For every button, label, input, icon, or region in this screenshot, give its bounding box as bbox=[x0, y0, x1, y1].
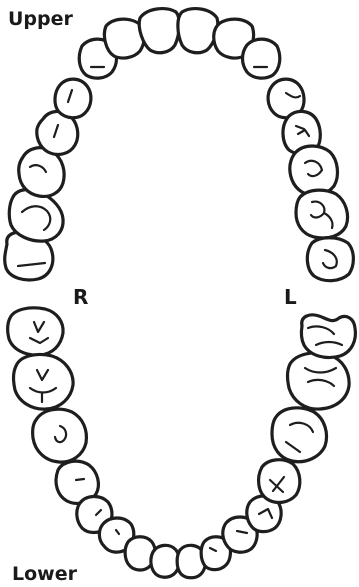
lower-tooth-l6[interactable] bbox=[288, 353, 349, 409]
lower-tooth-r6[interactable] bbox=[14, 354, 73, 409]
lower-arch bbox=[8, 308, 356, 578]
upper-tooth-l6[interactable] bbox=[296, 190, 348, 238]
upper-tooth-l5[interactable] bbox=[290, 146, 338, 195]
upper-tooth-r6[interactable] bbox=[9, 190, 63, 242]
upper-central-right-of-midline[interactable] bbox=[178, 9, 218, 53]
lower-central-left-of-midline[interactable] bbox=[151, 545, 179, 577]
lower-tooth-r5[interactable] bbox=[33, 409, 87, 462]
lower-tooth-l7[interactable] bbox=[301, 315, 355, 358]
upper-tooth-l7[interactable] bbox=[307, 238, 353, 281]
upper-central-left-of-midline[interactable] bbox=[139, 9, 179, 53]
lower-tooth-l5[interactable] bbox=[272, 408, 327, 462]
lower-tooth-r7[interactable] bbox=[8, 308, 63, 355]
upper-arch bbox=[5, 9, 354, 281]
upper-tooth-r3[interactable] bbox=[55, 79, 91, 118]
lower-tooth-l4[interactable] bbox=[259, 460, 300, 503]
upper-tooth-l2[interactable] bbox=[243, 39, 280, 78]
